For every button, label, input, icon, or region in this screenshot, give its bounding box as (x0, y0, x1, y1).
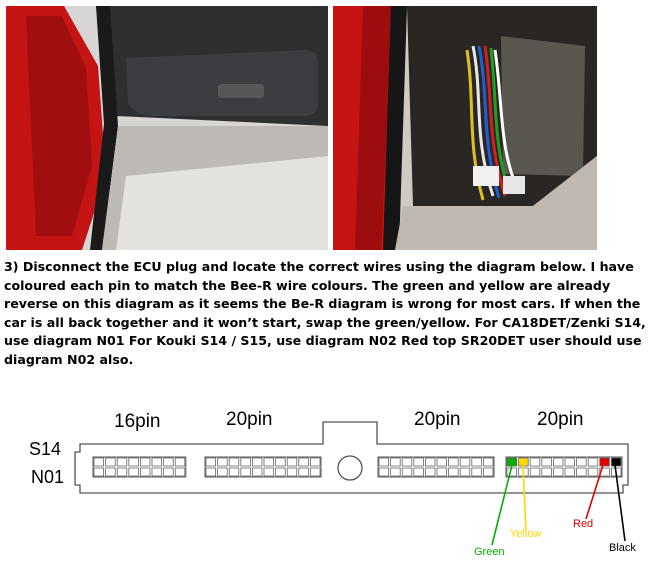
pin (576, 457, 587, 467)
pin (240, 457, 251, 467)
pin (471, 457, 482, 467)
pin (174, 467, 186, 477)
pin (482, 457, 494, 467)
pin (390, 467, 401, 477)
pin (541, 467, 552, 477)
pin (529, 467, 541, 477)
wire-label-black: Black (609, 542, 636, 554)
pin (240, 467, 251, 477)
pin (309, 457, 321, 467)
wire-label-yellow: Yellow (510, 528, 541, 540)
section-label-20pin-1: 20pin (226, 409, 273, 430)
wire-label-red: Red (573, 518, 593, 530)
pin (139, 457, 151, 467)
pin (564, 457, 576, 467)
pin-block-1 (92, 456, 187, 478)
pin (263, 457, 275, 467)
pin (541, 457, 552, 467)
pin (128, 457, 139, 467)
pin (93, 467, 105, 477)
wire-line-red (585, 464, 604, 520)
pin (390, 457, 401, 467)
pin (275, 467, 286, 477)
pin (105, 467, 116, 477)
instruction-text: 3) Disconnect the ECU plug and locate th… (4, 259, 646, 367)
pin (436, 457, 448, 467)
pin (529, 457, 541, 467)
pin (564, 467, 576, 477)
wire-line-black (614, 464, 626, 542)
wire-label-green: Green (474, 546, 505, 558)
pin (163, 457, 174, 467)
pin (286, 467, 298, 477)
plug-label: N01 (31, 467, 64, 487)
wire-line-yellow (522, 464, 527, 532)
pin (116, 467, 128, 477)
pin (286, 457, 298, 467)
pin (105, 457, 116, 467)
pin (116, 457, 128, 467)
pin (217, 457, 228, 467)
pin (471, 467, 482, 477)
pin (413, 457, 424, 467)
section-label-20pin-2: 20pin (414, 409, 461, 430)
pin (263, 467, 275, 477)
pin (459, 457, 471, 467)
pin (576, 467, 587, 477)
pin (205, 467, 217, 477)
pin (506, 457, 518, 467)
ecu-wiring-photo (333, 6, 597, 250)
pin (139, 467, 151, 477)
pin (251, 457, 263, 467)
pin (205, 457, 217, 467)
pin (518, 457, 529, 467)
pin (553, 467, 564, 477)
model-label: S14 (29, 439, 61, 459)
pin (228, 467, 240, 477)
pin (424, 467, 436, 477)
pin (482, 467, 494, 477)
pin (448, 457, 459, 467)
pin (275, 457, 286, 467)
pin (599, 467, 610, 477)
pin (506, 467, 518, 477)
locating-hole (337, 455, 363, 481)
pin (611, 457, 622, 467)
pin (217, 467, 228, 477)
pin (413, 467, 424, 477)
pin (553, 457, 564, 467)
pin (448, 467, 459, 477)
pin (401, 457, 413, 467)
pin (93, 457, 105, 467)
section-label-20pin-3: 20pin (537, 409, 584, 430)
pin (163, 467, 174, 477)
glovebox-area-photo (6, 6, 328, 250)
pin (599, 457, 610, 467)
pin (298, 457, 309, 467)
pin (378, 467, 390, 477)
pin (401, 467, 413, 477)
pin (151, 467, 163, 477)
pin (151, 457, 163, 467)
pin (436, 467, 448, 477)
pin (228, 457, 240, 467)
ecu-plug-diagram: 16pin 20pin 20pin 20pin S14 N01 Yellow R… (29, 409, 636, 558)
pin (128, 467, 139, 477)
pin (298, 467, 309, 477)
section-label-16pin: 16pin (114, 411, 161, 432)
pin (251, 467, 263, 477)
pin (459, 467, 471, 477)
pin (587, 467, 599, 477)
pin (378, 457, 390, 467)
pin (424, 457, 436, 467)
pin (174, 457, 186, 467)
wire-line-green (491, 464, 513, 546)
pin (309, 467, 321, 477)
pin (587, 457, 599, 467)
